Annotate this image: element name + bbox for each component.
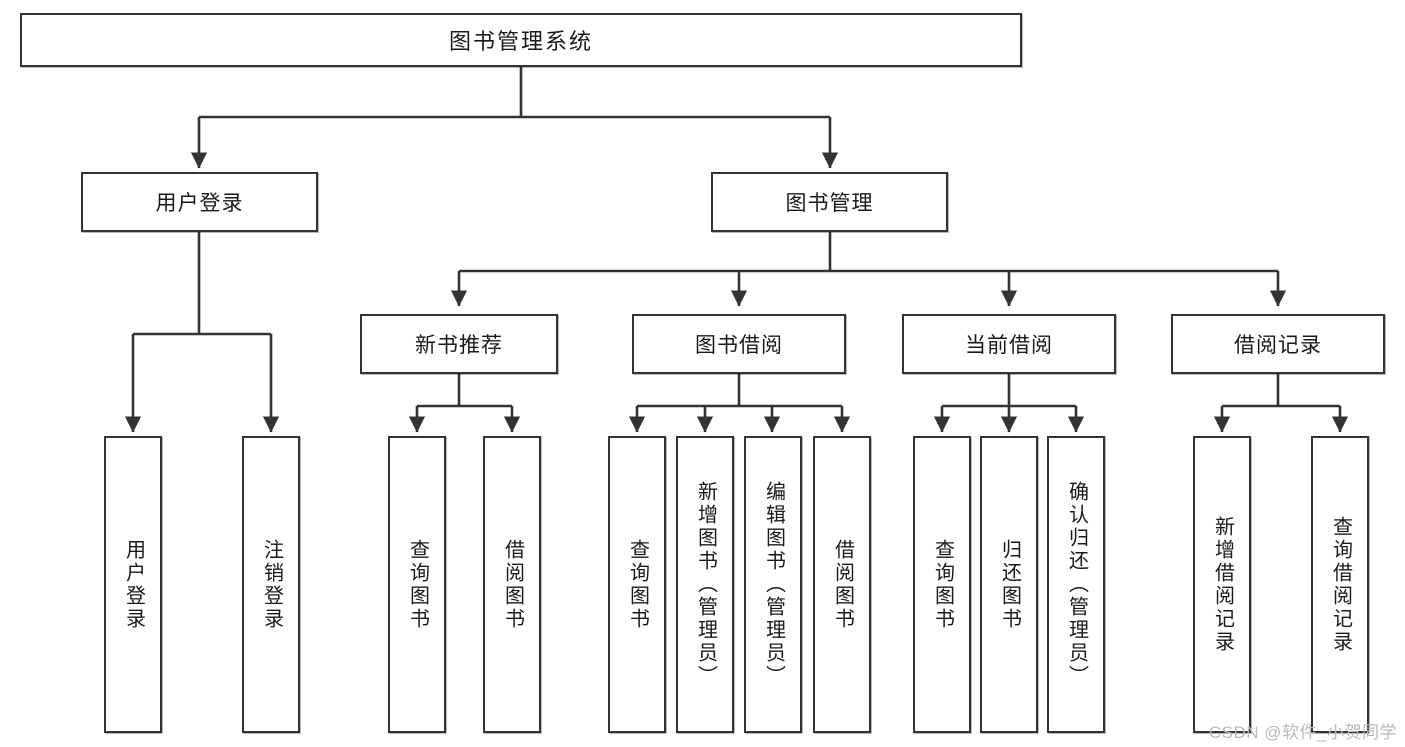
- node-book-borrow[interactable]: 图书借阅: [632, 314, 846, 374]
- leaf-label: 查询图书: [626, 538, 649, 631]
- leaf-label: 确认归还（管理员）: [1065, 481, 1088, 688]
- leaf-label: 新增借阅记录: [1211, 515, 1234, 654]
- leaf-query-book-newbook[interactable]: 查询图书: [388, 436, 446, 733]
- leaf-label: 查询借阅记录: [1329, 515, 1352, 654]
- leaf-query-borrow-record[interactable]: 查询借阅记录: [1311, 436, 1369, 733]
- leaf-label: 归还图书: [998, 538, 1021, 631]
- leaf-borrow-book-newbook[interactable]: 借阅图书: [483, 436, 541, 733]
- leaf-label: 用户登录: [122, 538, 145, 631]
- leaf-add-book-admin[interactable]: 新增图书（管理员）: [676, 436, 734, 733]
- node-root-label: 图书管理系统: [448, 29, 593, 54]
- leaf-label: 查询图书: [931, 538, 954, 631]
- leaf-return-book[interactable]: 归还图书: [980, 436, 1038, 733]
- leaf-add-borrow-record[interactable]: 新增借阅记录: [1193, 436, 1251, 733]
- node-label: 新书推荐: [415, 334, 503, 357]
- leaf-logout[interactable]: 注销登录: [242, 436, 300, 733]
- node-label: 图书管理: [785, 192, 874, 215]
- leaf-confirm-return-admin[interactable]: 确认归还（管理员）: [1047, 436, 1105, 733]
- watermark: CSDN @软件_小贺同学: [1208, 723, 1397, 742]
- leaf-query-book-borrow[interactable]: 查询图书: [608, 436, 666, 733]
- node-label: 当前借阅: [965, 334, 1053, 357]
- leaf-label: 新增图书（管理员）: [694, 481, 717, 688]
- leaf-label: 借阅图书: [831, 538, 854, 631]
- leaf-label: 借阅图书: [501, 538, 524, 631]
- node-borrow-record[interactable]: 借阅记录: [1171, 314, 1385, 374]
- leaf-label: 注销登录: [260, 538, 283, 631]
- node-new-book-recommend[interactable]: 新书推荐: [360, 314, 558, 374]
- node-current-borrow[interactable]: 当前借阅: [902, 314, 1116, 374]
- node-label: 图书借阅: [695, 334, 783, 357]
- leaf-label: 查询图书: [406, 538, 429, 631]
- node-label: 借阅记录: [1234, 334, 1322, 357]
- leaf-edit-book-admin[interactable]: 编辑图书（管理员）: [744, 436, 802, 733]
- node-user-login[interactable]: 用户登录: [81, 172, 318, 232]
- node-root-system[interactable]: 图书管理系统: [20, 13, 1022, 67]
- leaf-borrow-book-borrow[interactable]: 借阅图书: [813, 436, 871, 733]
- leaf-user-login[interactable]: 用户登录: [104, 436, 162, 733]
- node-label: 用户登录: [155, 192, 244, 215]
- leaf-query-book-current[interactable]: 查询图书: [913, 436, 971, 733]
- leaf-label: 编辑图书（管理员）: [762, 481, 785, 688]
- node-book-management[interactable]: 图书管理: [711, 172, 948, 232]
